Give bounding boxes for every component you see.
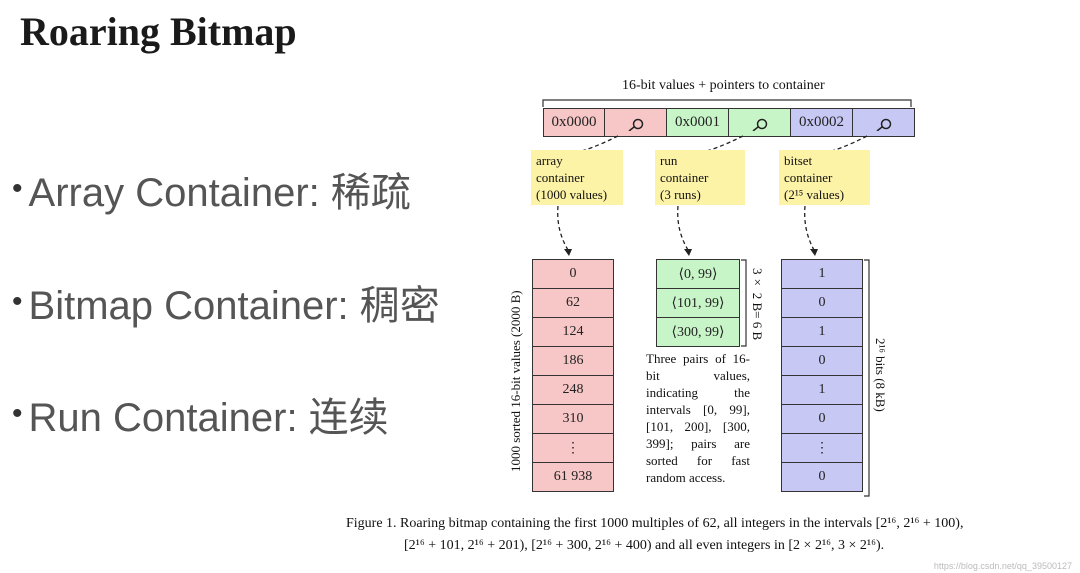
bitset-cell: 0	[781, 404, 863, 434]
array-cell: 186	[532, 346, 614, 376]
array-cell: 310	[532, 404, 614, 434]
bitset-container-stack: 1 0 1 0 1 0 ⋮ 0	[781, 259, 863, 492]
bullet-bitmap-container: • Bitmap Container: 稠密	[12, 273, 440, 331]
array-size-label: 1000 sorted 16-bit values (2000 B)	[508, 290, 523, 472]
pointer-header-label: 16-bit values + pointers to container	[622, 78, 825, 93]
bitset-cell: 1	[781, 375, 863, 405]
bullet-run-container: • Run Container: 连续	[12, 385, 389, 443]
note-bitset-container: bitset container (2¹⁵ values)	[779, 150, 870, 205]
pointer-cell-1	[728, 108, 791, 137]
pointer-cell-0	[604, 108, 667, 137]
array-cell: 124	[532, 317, 614, 347]
bitset-cell: 0	[781, 288, 863, 318]
array-cell: 62	[532, 288, 614, 318]
note-run-container: run container (3 runs)	[655, 150, 745, 205]
bitset-cell: 1	[781, 259, 863, 289]
run-size-bracket	[741, 259, 747, 347]
pointer-cell-2	[852, 108, 915, 137]
run-cell: ⟨0, 99⟩	[656, 259, 740, 289]
pointer-icon	[628, 118, 643, 131]
connector-arrows	[557, 135, 868, 256]
run-size-label: 3× 2 B= 6 B	[750, 267, 765, 341]
run-description: Three pairs of 16-bit values, indicating…	[646, 351, 750, 485]
bullet-array-container: • Array Container: 稀疏	[12, 160, 411, 218]
bullet-dot: •	[12, 397, 23, 430]
key-cell-0: 0x0000	[543, 108, 605, 137]
figure-caption-line-1: Figure 1. Roaring bitmap containing the …	[346, 516, 964, 531]
bitset-size-bracket	[864, 259, 870, 497]
run-cell: ⟨300, 99⟩	[656, 317, 740, 347]
bitset-cell: ⋮	[781, 433, 863, 463]
pointer-icon	[752, 118, 767, 131]
array-cell: 61 938	[532, 462, 614, 492]
bitset-size-label: 2¹⁶ bits (8 kB)	[873, 338, 888, 412]
key-cell-1: 0x0001	[666, 108, 729, 137]
slide-title: Roaring Bitmap	[20, 9, 297, 54]
bullet-dot: •	[12, 285, 23, 318]
bitset-cell: 0	[781, 346, 863, 376]
figure-caption-line-2: [2¹⁶ + 101, 2¹⁶ + 201), [2¹⁶ + 300, 2¹⁶ …	[404, 538, 885, 553]
bullet-text: Array Container: 稀疏	[28, 171, 411, 215]
array-cell: ⋮	[532, 433, 614, 463]
array-cell: 0	[532, 259, 614, 289]
bullet-dot: •	[12, 172, 23, 205]
header-bracket	[542, 99, 912, 107]
bullet-text: Run Container: 连续	[28, 396, 389, 440]
run-container-stack: ⟨0, 99⟩ ⟨101, 99⟩ ⟨300, 99⟩	[656, 259, 740, 347]
watermark: https://blog.csdn.net/qq_39500127	[933, 561, 1072, 571]
bitset-cell: 1	[781, 317, 863, 347]
array-cell: 248	[532, 375, 614, 405]
bullet-text: Bitmap Container: 稠密	[28, 284, 440, 328]
pointer-icon	[876, 118, 891, 131]
note-array-container: array container (1000 values)	[531, 150, 623, 205]
run-cell: ⟨101, 99⟩	[656, 288, 740, 318]
bitset-cell: 0	[781, 462, 863, 492]
array-container-stack: 0 62 124 186 248 310 ⋮ 61 938	[532, 259, 614, 492]
